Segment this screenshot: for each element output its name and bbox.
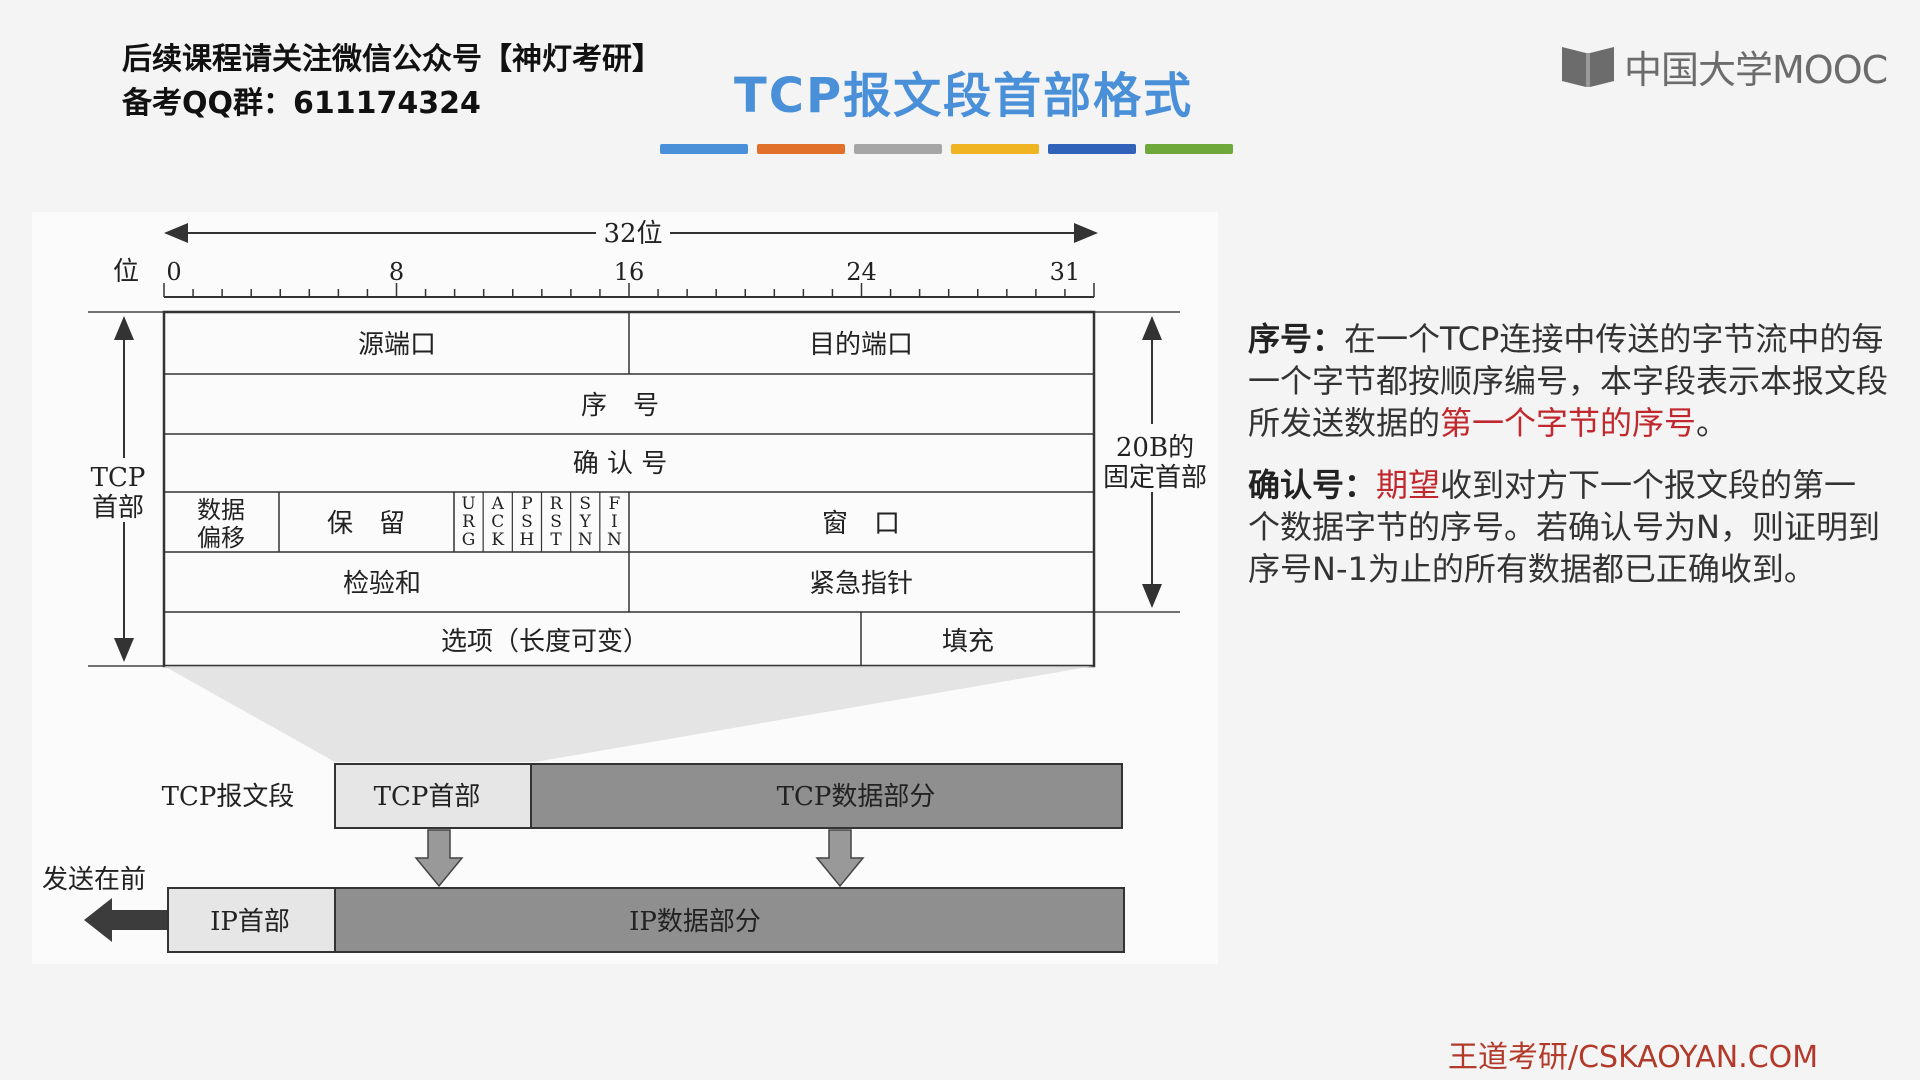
header-table bbox=[162, 310, 1096, 668]
width-arrow: 32位 bbox=[164, 219, 1098, 249]
field-source-port: 源端口 bbox=[358, 330, 436, 360]
field-options: 选项（长度可变） bbox=[441, 627, 649, 657]
field-checksum: 检验和 bbox=[343, 569, 421, 599]
fixed-header-label-1: 20B的 bbox=[1116, 433, 1194, 463]
seq-text: 在一个TCP连接中传送的字节流中的每一个字节都按顺序编号，本字段表示本报文段所发… bbox=[1248, 320, 1889, 442]
color-bar-segment bbox=[854, 144, 942, 154]
color-bar-segment bbox=[951, 144, 1039, 154]
field-data-offset-2: 偏移 bbox=[197, 524, 245, 552]
tick-label: 0 bbox=[166, 258, 181, 286]
book-icon bbox=[1562, 47, 1614, 87]
promo-line-2: 备考QQ群：611174324 bbox=[122, 86, 481, 121]
tick-label: 31 bbox=[1050, 258, 1081, 286]
field-padding: 填充 bbox=[942, 627, 994, 657]
ip-header-box: IP首部 bbox=[210, 907, 290, 937]
tcp-header-label-2: 首部 bbox=[92, 493, 144, 523]
bit-ruler bbox=[163, 283, 1095, 298]
fixed-header-span-arrow: 20B的 固定首部 bbox=[1103, 316, 1207, 608]
field-urgent-pointer: 紧急指针 bbox=[809, 569, 913, 599]
diagram-background bbox=[32, 212, 1218, 964]
field-dest-port: 目的端口 bbox=[809, 330, 913, 360]
seq-term: 序号： bbox=[1248, 320, 1345, 358]
field-description: 序号：在一个TCP连接中传送的字节流中的每一个字节都按顺序编号，本字段表示本报文… bbox=[1248, 318, 1888, 610]
ack-highlight: 期望 bbox=[1376, 466, 1441, 504]
promo-note: 后续课程请关注微信公众号【神灯考研】 备考QQ群：611174324 bbox=[122, 38, 662, 126]
field-seq-number: 序 号 bbox=[581, 391, 659, 421]
seq-end: 。 bbox=[1696, 404, 1729, 442]
bit-label: 位 bbox=[113, 257, 139, 287]
tick-label: 16 bbox=[614, 258, 645, 286]
color-bar-segment bbox=[757, 144, 845, 154]
footer-brand: 王道考研/CSKAOYAN.COM bbox=[1448, 1040, 1819, 1075]
tick-label: 8 bbox=[389, 258, 404, 286]
color-bar-segment bbox=[1048, 144, 1136, 154]
field-data-offset-1: 数据 bbox=[197, 496, 245, 524]
segment-label: TCP报文段 bbox=[162, 782, 295, 812]
tcp-header-span-arrow: TCP 首部 bbox=[91, 316, 146, 662]
down-arrow-icon bbox=[815, 829, 865, 888]
tcp-header-box: TCP首部 bbox=[374, 782, 481, 812]
color-bar-segment bbox=[660, 144, 748, 154]
mooc-logo: 中国大学MOOC bbox=[1560, 42, 1888, 92]
seq-highlight: 第一个字节的序号 bbox=[1440, 404, 1697, 442]
field-reserved: 保 留 bbox=[327, 509, 405, 539]
seq-description: 序号：在一个TCP连接中传送的字节流中的每一个字节都按顺序编号，本字段表示本报文… bbox=[1248, 318, 1888, 444]
bit-tick-labels: 0 8 16 24 31 bbox=[166, 258, 1080, 286]
fixed-header-label-2: 固定首部 bbox=[1103, 463, 1207, 493]
page-title: TCP报文段首部格式 bbox=[734, 68, 1194, 124]
width-label: 32位 bbox=[603, 219, 662, 249]
ack-description: 确认号：期望收到对方下一个报文段的第一个数据字节的序号。若确认号为N，则证明到序… bbox=[1248, 464, 1888, 590]
tick-label: 24 bbox=[846, 258, 877, 286]
logo-text: 中国大学MOOC bbox=[1624, 47, 1888, 92]
ack-term: 确认号： bbox=[1248, 466, 1377, 504]
expansion-wedge bbox=[164, 666, 1094, 762]
left-arrow-icon bbox=[84, 898, 168, 942]
ip-data-box: IP数据部分 bbox=[629, 907, 761, 937]
promo-line-1: 后续课程请关注微信公众号【神灯考研】 bbox=[122, 42, 662, 77]
tcp-data-box: TCP数据部分 bbox=[777, 782, 936, 812]
color-bar-segment bbox=[1145, 144, 1233, 154]
ack-text: 收到对方下一个报文段的第一个数据字节的序号。若确认号为N，则证明到序号N-1为止… bbox=[1248, 466, 1880, 588]
send-first-label: 发送在前 bbox=[42, 865, 146, 895]
field-ack-number: 确 认 号 bbox=[573, 449, 668, 479]
down-arrow-icon bbox=[414, 829, 464, 888]
tcp-header-label-1: TCP bbox=[91, 463, 146, 493]
field-window: 窗 口 bbox=[822, 509, 900, 539]
